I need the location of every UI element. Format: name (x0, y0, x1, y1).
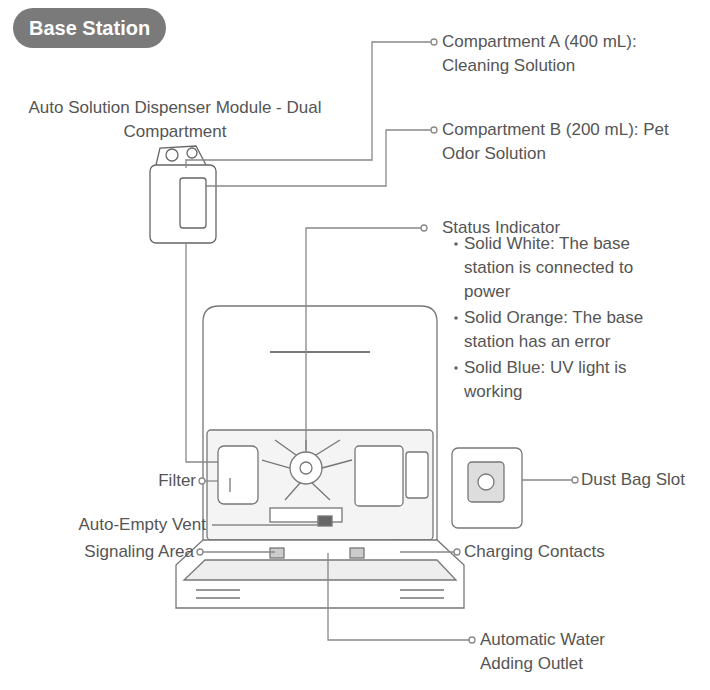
section-title: Base Station (13, 8, 166, 48)
callout-label: Auto-Empty Vent (6, 513, 206, 537)
callout-label: Filter (46, 469, 196, 493)
status-note: Solid Blue: UV light is working (464, 356, 654, 404)
callout-label: Charging Contacts (464, 540, 664, 564)
callout-label: Auto Solution Dispenser Module - Dual Co… (10, 96, 340, 144)
callout-label: Dust Bag Slot (581, 468, 706, 492)
base-station-body (176, 306, 522, 608)
callout-label: Signaling Area (4, 540, 194, 564)
bullet-dots (454, 242, 458, 370)
callout-label: Compartment B (200 mL): Pet Odor Solutio… (442, 118, 692, 166)
callout-label: Compartment A (400 mL): Cleaning Solutio… (442, 30, 692, 78)
callout-label: Automatic Water Adding Outlet (480, 628, 630, 676)
status-note: Solid Orange: The base station has an er… (464, 306, 654, 354)
status-note: Solid White: The base station is connect… (464, 232, 654, 304)
